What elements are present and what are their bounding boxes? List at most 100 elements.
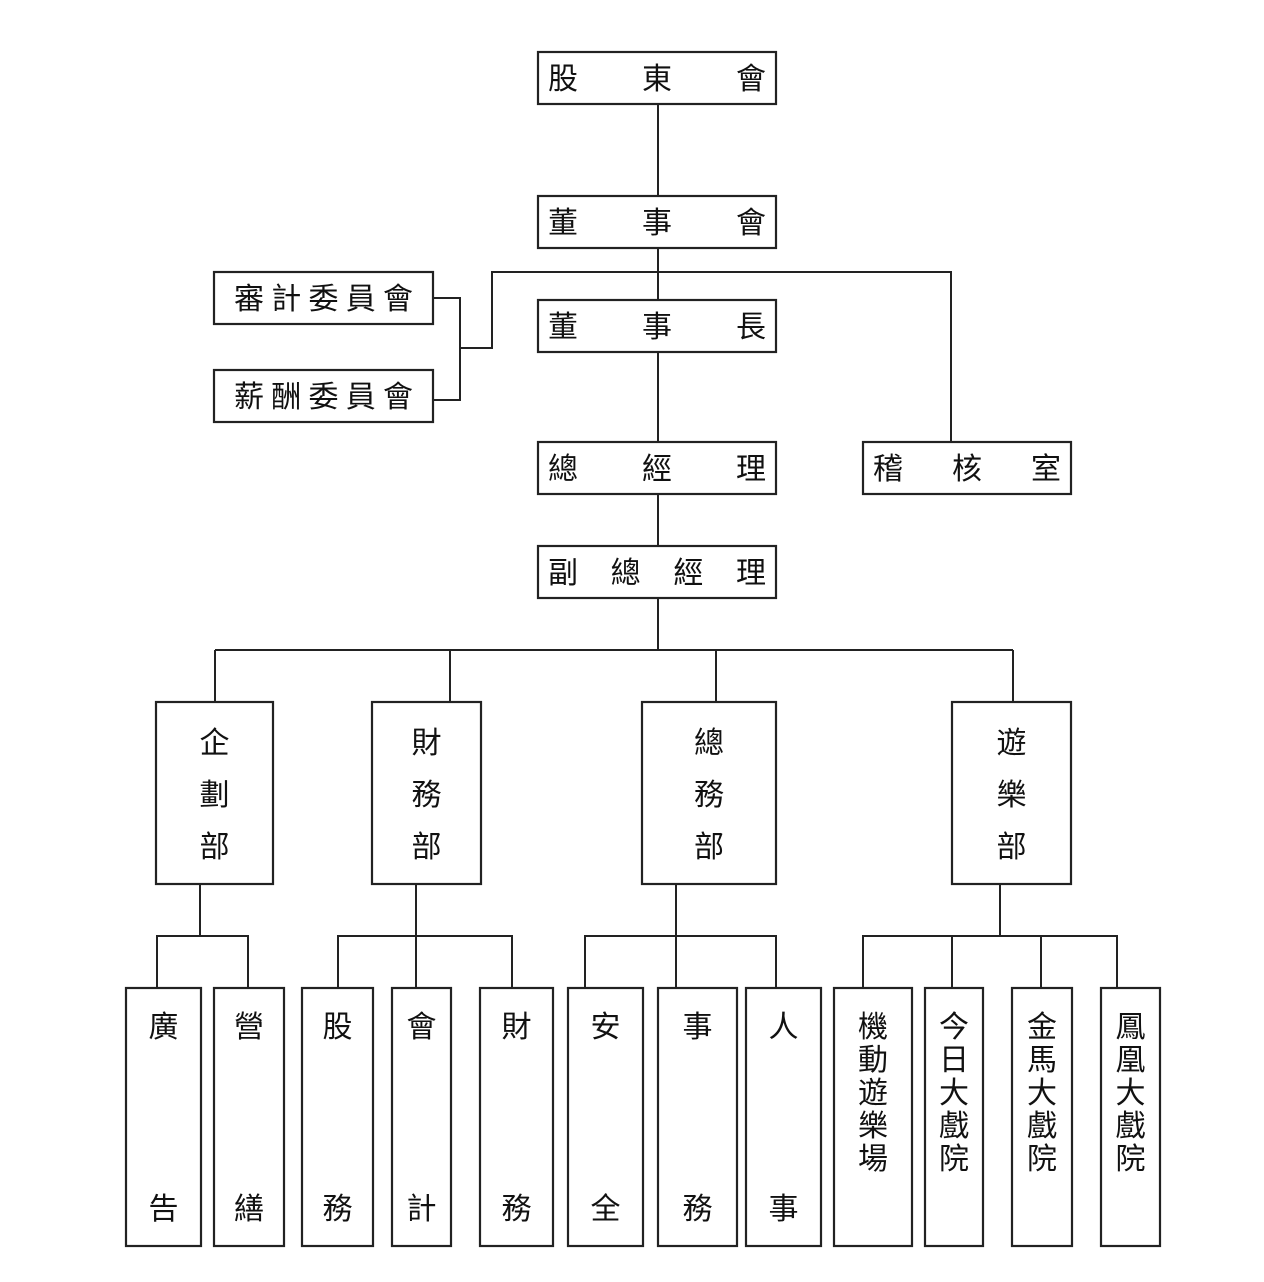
unit-safety-char: 全 — [591, 1192, 621, 1227]
unit-fenghuang-theater-char: 戲 — [1116, 1109, 1146, 1144]
unit-amusement-park-char: 機 — [858, 1010, 888, 1045]
dept-amusement-char: 遊 — [997, 726, 1027, 761]
unit-finance-affairs: 財務 — [478, 986, 555, 1248]
unit-affairs: 事務 — [656, 986, 739, 1248]
dept-amusement-box — [950, 700, 1073, 886]
org-nodes: 股東會董事會董事長審計委員會薪酬委員會總經理稽核室副總經理企劃部財務部總務部遊樂… — [124, 50, 1162, 1248]
node-president: 總經理 — [536, 440, 778, 496]
unit-jinma-theater-char: 金 — [1027, 1010, 1057, 1045]
dept-finance-box — [370, 700, 483, 886]
node-chairman-char: 董 — [548, 310, 578, 345]
node-chairman: 董事長 — [536, 298, 778, 354]
node-audit-office-box — [861, 440, 1073, 496]
unit-maintenance-char: 繕 — [234, 1192, 264, 1227]
node-audit-committee-char: 計 — [271, 282, 301, 317]
unit-jinma-theater-char: 馬 — [1027, 1043, 1057, 1078]
node-audit-office: 稽核室 — [861, 440, 1073, 496]
unit-accounting: 會計 — [390, 986, 453, 1248]
node-vice-president-char: 總 — [611, 556, 641, 591]
node-vice-president-char: 副 — [548, 556, 578, 591]
node-audit-committee-char: 委 — [309, 282, 339, 317]
dept-planning: 企劃部 — [154, 700, 275, 886]
node-audit-committee: 審計委員會 — [212, 270, 435, 326]
node-compensation-committee-char: 會 — [383, 380, 413, 415]
dept-planning-box — [154, 700, 275, 886]
unit-safety-box — [566, 986, 645, 1248]
node-audit-committee-char: 會 — [383, 282, 413, 317]
dept-general-affairs-char: 務 — [694, 778, 724, 813]
unit-fenghuang-theater-char: 鳳 — [1116, 1010, 1146, 1045]
node-compensation-committee-box — [212, 368, 435, 424]
unit-amusement-park-char: 動 — [858, 1043, 888, 1078]
unit-advertising-box — [124, 986, 203, 1248]
link-board-committees — [460, 271, 658, 349]
node-compensation-committee: 薪酬委員會 — [212, 368, 435, 424]
unit-affairs-char: 務 — [683, 1192, 713, 1227]
node-board-char: 董 — [548, 206, 578, 241]
node-audit-office-char: 室 — [1031, 452, 1061, 487]
unit-advertising-char: 告 — [149, 1192, 179, 1227]
bus-general-affairs — [584, 935, 777, 988]
node-board-box — [536, 194, 778, 250]
unit-jinri-theater-char: 今 — [939, 1010, 969, 1045]
node-chairman-char: 事 — [642, 310, 672, 345]
node-shareholders-box — [536, 50, 778, 106]
dept-general-affairs: 總務部 — [640, 700, 778, 886]
unit-fenghuang-theater-char: 大 — [1116, 1076, 1146, 1111]
unit-advertising: 廣告 — [124, 986, 203, 1248]
dept-finance-char: 部 — [412, 830, 442, 865]
node-shareholders-char: 會 — [736, 62, 766, 97]
node-president-char: 理 — [736, 452, 766, 487]
dept-general-affairs-char: 總 — [694, 726, 724, 761]
unit-affairs-char: 事 — [683, 1010, 713, 1045]
node-compensation-committee-char: 員 — [346, 380, 376, 415]
node-vice-president: 副總經理 — [536, 544, 778, 600]
node-vice-president-char: 經 — [673, 556, 703, 591]
unit-maintenance-box — [212, 986, 286, 1248]
connector-lines — [156, 104, 1118, 988]
unit-jinri-theater-box — [923, 986, 985, 1248]
unit-maintenance: 營繕 — [212, 986, 286, 1248]
node-board-char: 事 — [642, 206, 672, 241]
dept-planning-char: 部 — [200, 830, 230, 865]
unit-amusement-park-box — [832, 986, 914, 1248]
unit-accounting-char: 計 — [407, 1192, 437, 1227]
unit-jinri-theater-char: 大 — [939, 1076, 969, 1111]
unit-jinma-theater-char: 大 — [1027, 1076, 1057, 1111]
node-audit-office-char: 稽 — [873, 452, 903, 487]
unit-accounting-char: 會 — [407, 1010, 437, 1045]
unit-personnel-char: 人 — [769, 1010, 799, 1045]
node-board: 董事會 — [536, 194, 778, 250]
unit-personnel: 人事 — [744, 986, 823, 1248]
unit-jinma-theater-box — [1010, 986, 1074, 1248]
unit-amusement-park-char: 樂 — [858, 1109, 888, 1144]
unit-maintenance-char: 營 — [234, 1010, 264, 1045]
dept-general-affairs-char: 部 — [694, 830, 724, 865]
unit-jinri-theater-char: 院 — [939, 1142, 969, 1177]
node-shareholders: 股東會 — [536, 50, 778, 106]
unit-accounting-box — [390, 986, 453, 1248]
node-audit-committee-char: 審 — [234, 282, 264, 317]
unit-personnel-char: 事 — [769, 1192, 799, 1227]
unit-stock-affairs-char: 股 — [323, 1010, 353, 1045]
node-audit-office-char: 核 — [952, 452, 982, 487]
unit-fenghuang-theater-char: 凰 — [1116, 1043, 1146, 1078]
bus-planning — [156, 935, 249, 988]
node-vice-president-box — [536, 544, 778, 600]
node-audit-committee-box — [212, 270, 435, 326]
node-audit-committee-char: 員 — [346, 282, 376, 317]
unit-personnel-box — [744, 986, 823, 1248]
node-compensation-committee-char: 薪 — [234, 380, 264, 415]
unit-finance-affairs-char: 財 — [502, 1010, 532, 1045]
bus-amusement — [862, 935, 1118, 988]
node-president-char: 經 — [642, 452, 672, 487]
unit-amusement-park-char: 場 — [858, 1142, 888, 1177]
unit-amusement-park-char: 遊 — [858, 1076, 888, 1111]
node-compensation-committee-char: 酬 — [271, 380, 301, 415]
dept-amusement-char: 部 — [997, 830, 1027, 865]
